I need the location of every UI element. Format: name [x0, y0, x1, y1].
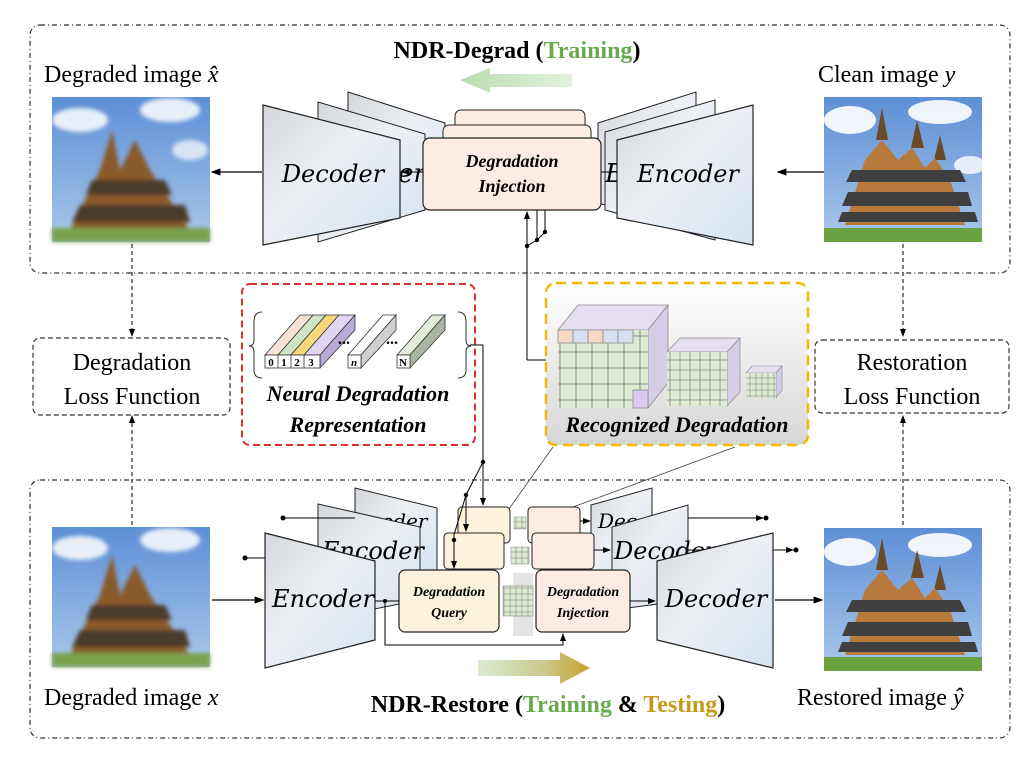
ndr-index-2: 2	[294, 357, 300, 369]
degraded-image-hat-label: Degraded image x̂	[44, 62, 219, 88]
decoder-top	[262, 104, 401, 246]
degraded-image-label: Degraded image x	[44, 685, 219, 711]
training-direction-arrow	[460, 68, 572, 93]
encoder-top-label: Encoder	[636, 160, 740, 188]
degraded-image-bottom	[52, 527, 210, 667]
top-title: NDR-Degrad (Training)	[394, 38, 641, 64]
encoder-top	[616, 104, 754, 246]
degradation-cube-small	[745, 365, 783, 399]
decoder-top-label: Decoder	[281, 160, 386, 188]
degraded-image-top	[52, 97, 210, 242]
degradation-loss-line1: Degradation	[73, 350, 192, 376]
degradation-loss-box	[32, 337, 231, 416]
ndr-index-1: 1	[281, 357, 287, 369]
restored-image-label: Restored image ŷ	[797, 685, 964, 711]
ndr-prism-n	[347, 313, 397, 370]
bottom-title: NDR-Restore (Training & Testing)	[371, 692, 725, 718]
ndr-prism-0123	[264, 313, 356, 370]
decoder-bottom	[656, 532, 774, 669]
degradation-query-box	[398, 569, 500, 633]
decoder-bottom-label: Decoder	[664, 585, 769, 613]
ndr-ellipsis-2: ...	[386, 331, 398, 348]
injection-bottom-line2: Injection	[556, 606, 609, 621]
ndr-index-3: 3	[308, 357, 314, 369]
ndr-index-n: n	[351, 357, 357, 369]
injection-bottom-line1: Degradation	[546, 585, 620, 600]
ndr-prism-N	[396, 313, 446, 370]
encoder-bottom	[264, 532, 376, 669]
degradation-loss-line2: Loss Function	[64, 384, 201, 410]
clean-image-label: Clean image y	[818, 62, 956, 88]
clean-image-top	[824, 97, 986, 242]
recognized-degradation-label: Recognized Degradation	[564, 412, 788, 437]
bottom-panel-border	[29, 479, 1011, 739]
restore-direction-arrow	[478, 652, 590, 684]
query-line1: Degradation	[412, 585, 486, 600]
restoration-loss-line1: Restoration	[857, 350, 968, 376]
injection-top-line2: Injection	[477, 176, 545, 196]
restoration-loss-box	[814, 339, 1010, 414]
degradation-cube-medium	[666, 337, 741, 407]
ndr-title-line1: Neural Degradation	[266, 381, 450, 406]
ndr-title-line2: Representation	[289, 412, 427, 437]
ndr-index-N: N	[399, 357, 407, 369]
degradation-injection-top	[422, 137, 602, 211]
restoration-loss-line2: Loss Function	[844, 384, 981, 410]
degradation-cube-large	[557, 303, 669, 410]
injection-top-line1: Degradation	[464, 151, 558, 171]
ndr-index-0: 0	[268, 357, 274, 369]
top-panel-border	[29, 24, 1011, 274]
restored-image-bottom	[824, 528, 982, 671]
encoder-bottom-label: Encoder	[271, 585, 375, 613]
ndr-ellipsis-1: ...	[338, 331, 350, 348]
degradation-injection-bottom	[535, 569, 631, 633]
query-line2: Query	[431, 606, 468, 621]
